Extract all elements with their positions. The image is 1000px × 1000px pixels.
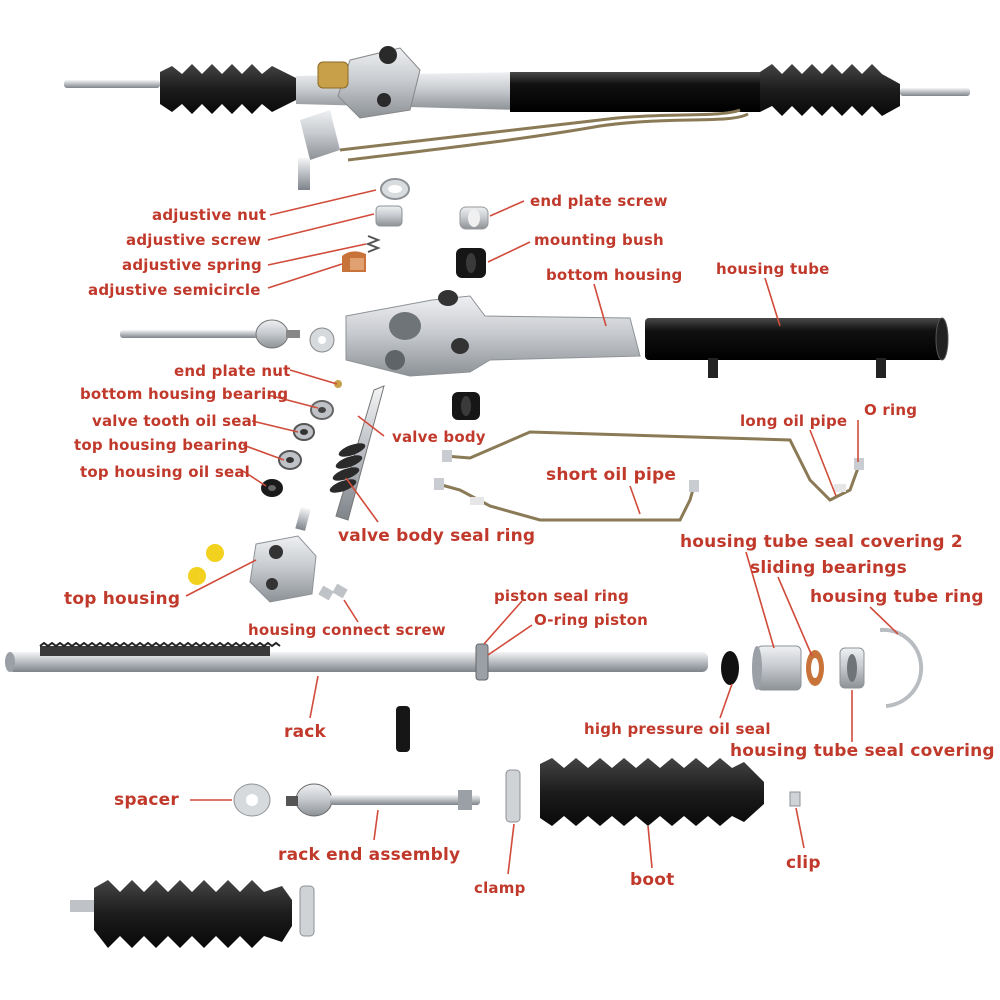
label-bottom-housing-bearing: bottom housing bearing bbox=[80, 385, 289, 403]
label-top-housing-oil-seal: top housing oil seal bbox=[80, 463, 250, 481]
label-o-ring-piston: O-ring piston bbox=[534, 611, 648, 629]
pipe-fittings bbox=[434, 450, 864, 505]
label-adjustive-nut: adjustive nut bbox=[152, 206, 267, 224]
adjustive-parts bbox=[342, 178, 410, 272]
tube-end-parts bbox=[721, 627, 924, 708]
label-high-pressure-oil-seal: high pressure oil seal bbox=[584, 720, 771, 738]
label-valve-body: valve body bbox=[392, 428, 486, 446]
label-rack: rack bbox=[284, 722, 327, 742]
label-o-ring: O ring bbox=[864, 401, 918, 419]
label-housing-tube: housing tube bbox=[716, 260, 830, 278]
label-long-oil-pipe: long oil pipe bbox=[740, 412, 848, 430]
inner-tie-rod-upper bbox=[120, 319, 335, 353]
housing-assembly bbox=[345, 290, 949, 378]
label-end-plate-screw: end plate screw bbox=[530, 192, 668, 210]
label-adjustive-screw: adjustive screw bbox=[126, 231, 262, 249]
bushings bbox=[452, 206, 489, 420]
lower-parts bbox=[70, 758, 801, 948]
leader-lines bbox=[185, 189, 899, 875]
rack-bar bbox=[5, 641, 708, 752]
label-adjustive-spring: adjustive spring bbox=[122, 256, 262, 274]
label-housing-tube-ring: housing tube ring bbox=[810, 587, 984, 607]
label-spacer: spacer bbox=[114, 790, 179, 810]
label-adjustive-semicircle: adjustive semicircle bbox=[88, 281, 261, 299]
valve-stack bbox=[261, 380, 385, 531]
top-housing-parts bbox=[188, 535, 348, 603]
label-clip: clip bbox=[786, 853, 821, 873]
label-bottom-housing: bottom housing bbox=[546, 266, 683, 284]
label-short-oil-pipe: short oil pipe bbox=[546, 465, 677, 485]
label-housing-tube-seal-covering-2: housing tube seal covering 2 bbox=[680, 532, 963, 552]
label-mounting-bush: mounting bush bbox=[534, 231, 664, 249]
label-housing-tube-seal-covering-1: housing tube seal covering 1 bbox=[730, 741, 1000, 761]
label-valve-body-seal-ring: valve body seal ring bbox=[338, 526, 536, 546]
oil-pipes bbox=[436, 430, 860, 522]
assembled-steering-rack bbox=[64, 46, 970, 190]
label-clamp: clamp bbox=[474, 879, 526, 897]
label-valve-tooth-oil-seal: valve tooth oil seal bbox=[92, 412, 258, 430]
label-top-housing-bearing: top housing bearing bbox=[74, 436, 249, 454]
label-rack-end-assembly: rack end assembly bbox=[278, 845, 461, 865]
label-piston-seal-ring: piston seal ring bbox=[494, 587, 629, 605]
label-sliding-bearings: sliding bearings bbox=[750, 558, 907, 578]
label-end-plate-nut: end plate nut bbox=[174, 362, 291, 380]
label-top-housing: top housing bbox=[64, 589, 181, 609]
label-housing-connect-screw: housing connect screw bbox=[248, 621, 446, 639]
label-boot: boot bbox=[630, 870, 675, 890]
